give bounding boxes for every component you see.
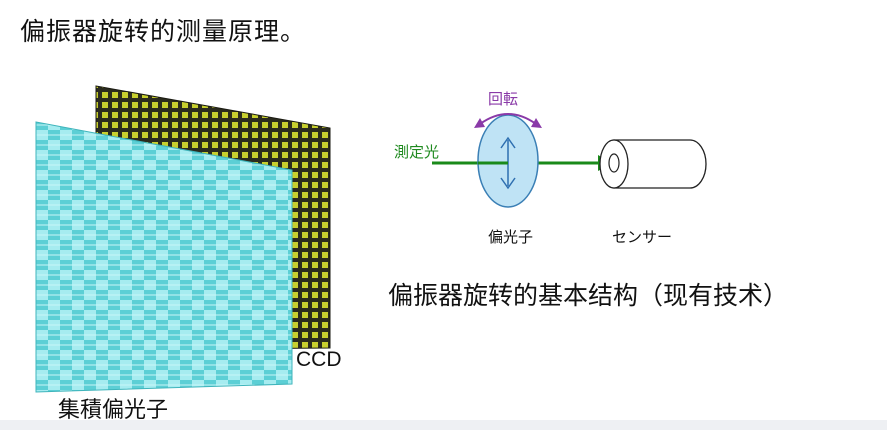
bottom-edge-divider (0, 420, 887, 430)
polarizer-label: 偏光子 (488, 228, 534, 246)
rotation-label: 回転 (488, 90, 519, 108)
figure-caption: 偏振器旋转的基本结构（现有技术） (388, 281, 789, 310)
rotation-arrow-icon (479, 113, 537, 125)
measure-light-label: 測定光 (394, 143, 440, 161)
page-title: 偏振器旋转的测量原理。 (20, 17, 307, 46)
ccd-label: CCD (296, 348, 342, 371)
sensor-icon (599, 139, 707, 189)
sensor-label: センサー (612, 228, 673, 246)
polarizer-array-panel (35, 121, 293, 393)
polarizer-array-label: 集積偏光子 (58, 398, 169, 423)
